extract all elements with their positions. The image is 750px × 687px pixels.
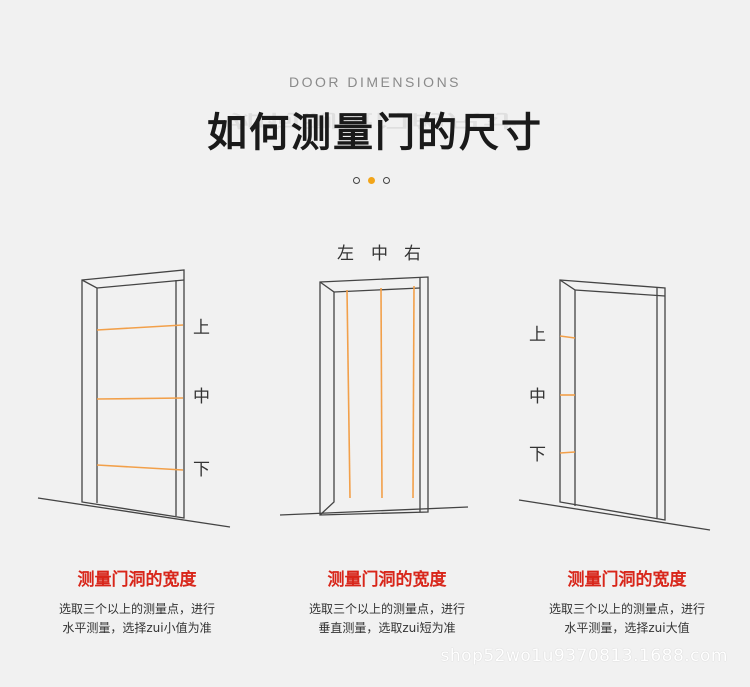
measure-line-bottom <box>96 464 184 471</box>
door-diagram-horizontal-min: 上 中 下 <box>37 269 231 528</box>
pagination-dot[interactable] <box>353 177 360 184</box>
measure-line-right <box>412 285 415 499</box>
door-1-caption: 测量门洞的宽度 <box>77 570 197 590</box>
measure-line-top <box>96 324 184 331</box>
page-subtitle: DOOR DIMENSIONS <box>288 74 462 90</box>
label-center: 中 <box>371 244 388 264</box>
label-right: 右 <box>404 244 421 264</box>
measure-line-center <box>380 287 383 499</box>
label-top: 上 <box>193 318 210 338</box>
label-bottom: 下 <box>529 445 546 465</box>
door-1-desc-line1: 选取三个以上的测量点，进行 <box>58 602 215 616</box>
pagination-dot[interactable] <box>383 177 390 184</box>
measure-mark-top <box>559 335 576 339</box>
measure-line-left <box>346 289 351 499</box>
page-title: 如何测量门的尺寸 <box>207 110 543 156</box>
pagination-dots <box>353 177 390 184</box>
label-middle: 中 <box>529 387 546 407</box>
door-diagram-horizontal-max: 上 中 下 <box>518 279 711 531</box>
label-left: 左 <box>337 244 354 264</box>
label-bottom: 下 <box>193 460 210 480</box>
label-middle: 中 <box>193 387 210 407</box>
door-1-description: 选取三个以上的测量点，进行 水平测量，选择zui小值为准 <box>12 600 262 638</box>
door-illustrations: 上 中 下 左 中 右 上 中 下 <box>37 244 711 531</box>
shop-watermark: shop52wo1u9370813.1688.com <box>440 646 728 666</box>
door-3-desc-line1: 选取三个以上的测量点，进行 <box>548 602 705 616</box>
door-2-desc-line1: 选取三个以上的测量点，进行 <box>308 602 465 616</box>
door-3-caption: 测量门洞的宽度 <box>567 570 687 590</box>
pagination-dot-active[interactable] <box>368 177 375 184</box>
door-2-desc-line2: 垂直测量，选取zui短为准 <box>318 621 456 635</box>
door-2-caption: 测量门洞的宽度 <box>327 570 447 590</box>
door-2-description: 选取三个以上的测量点，进行 垂直测量，选取zui短为准 <box>262 600 512 638</box>
door-3-description: 选取三个以上的测量点，进行 水平测量，选择zui大值 <box>502 600 750 638</box>
measure-line-middle <box>96 397 184 400</box>
title-reflection: 如何测量门的尺寸 <box>231 110 519 130</box>
measure-mark-bottom <box>559 451 576 454</box>
door-diagram-vertical: 左 中 右 <box>279 244 469 516</box>
door-1-desc-line2: 水平测量，选择zui小值为准 <box>62 621 212 635</box>
door-3-desc-line2: 水平测量，选择zui大值 <box>564 621 690 635</box>
label-top: 上 <box>529 325 546 345</box>
